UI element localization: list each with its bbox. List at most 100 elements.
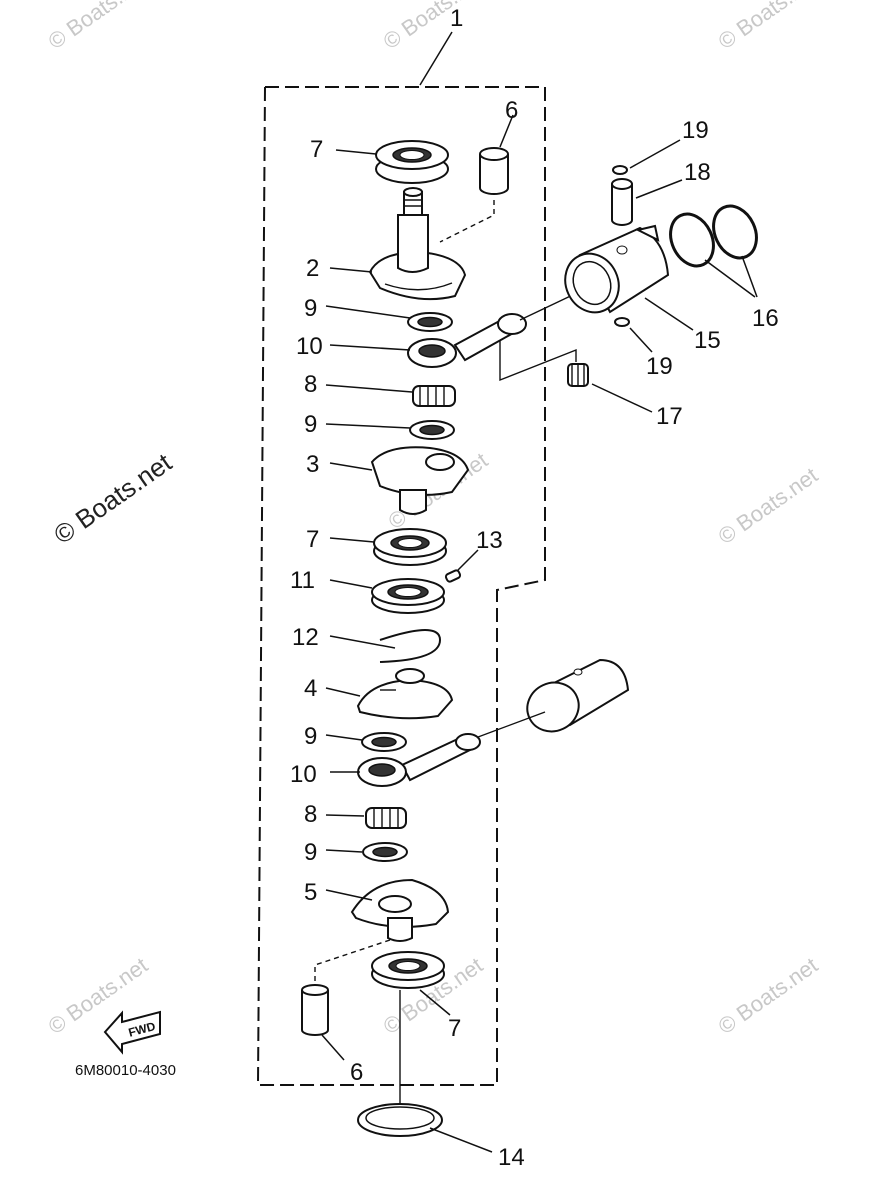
callout-3: 3 [306, 451, 319, 478]
callout-5: 5 [304, 879, 317, 906]
piston [564, 224, 670, 314]
callout-9d: 9 [304, 839, 317, 866]
callout-12: 12 [292, 624, 319, 651]
connecting-rod-lower [357, 733, 481, 787]
callout-7b: 7 [306, 526, 319, 553]
leader-9b [325, 423, 411, 429]
fwd-label: FWD [127, 1019, 157, 1040]
leader-18 [635, 179, 683, 199]
needle-bearing-2 [365, 807, 407, 829]
crankshaft-upper-web [368, 187, 467, 301]
thrust-washer-1 [407, 312, 453, 332]
dowel-pin-top [479, 147, 509, 195]
leader-3 [329, 462, 373, 471]
conrod-small-end-line [499, 340, 577, 382]
thrust-washer-2 [409, 420, 455, 440]
leader-17 [591, 383, 653, 413]
leader-19a [629, 139, 681, 169]
leader-7c [419, 989, 451, 1016]
watermark: © Boats.net [379, 0, 488, 54]
callout-9c: 9 [304, 723, 317, 750]
leader-6b [321, 1034, 345, 1061]
leader-4 [325, 687, 361, 697]
piston-rings [669, 204, 758, 268]
leader-7a [335, 149, 377, 155]
callout-10b: 10 [290, 761, 317, 788]
crankshaft-middle-web [370, 446, 470, 515]
leader-9c [325, 734, 363, 741]
callout-13: 13 [476, 527, 503, 554]
watermark-large: © Boats.net [48, 447, 177, 550]
leader-9d [325, 849, 363, 853]
leader-8b [325, 814, 365, 817]
leader-2 [329, 267, 373, 273]
ball-bearing-bottom [371, 951, 445, 989]
piston-align-line-lower [469, 711, 546, 741]
callout-7c: 7 [448, 1015, 461, 1042]
callout-16: 16 [752, 305, 779, 332]
callout-19a: 19 [682, 117, 709, 144]
leader-19b [629, 327, 653, 353]
leader-8a [325, 384, 413, 393]
o-ring [357, 1103, 443, 1137]
callout-7a: 7 [310, 136, 323, 163]
ball-bearing-top [375, 140, 449, 184]
ball-bearing-middle [373, 528, 447, 566]
callout-18: 18 [684, 159, 711, 186]
callouts: 1 6 7 2 9 10 8 9 3 7 13 11 12 4 9 10 8 9… [290, 5, 779, 1171]
piston-pin-clip-top [612, 165, 628, 175]
callout-10a: 10 [296, 333, 323, 360]
callout-19b: 19 [646, 353, 673, 380]
leader-12 [329, 635, 396, 649]
crankshaft-lower-web [350, 878, 450, 942]
callout-6a: 6 [505, 97, 518, 124]
fwd-arrow-icon: FWD [103, 1010, 161, 1055]
watermark: © Boats.net [44, 0, 153, 54]
thrust-washer-3 [361, 732, 407, 752]
callout-4: 4 [304, 675, 317, 702]
leader-1 [419, 31, 453, 86]
leader-6a [499, 114, 514, 148]
leader-11 [329, 579, 373, 589]
callout-9a: 9 [304, 295, 317, 322]
watermark: © Boats.net [714, 0, 823, 54]
leader-16a [704, 259, 756, 298]
callout-9b: 9 [304, 411, 317, 438]
callout-6b: 6 [350, 1059, 363, 1086]
leader-13 [457, 549, 479, 571]
dash-line-lower-pin [314, 939, 391, 985]
leader-16b [741, 255, 758, 298]
leader-5 [325, 889, 373, 901]
thrust-washer-4 [362, 842, 408, 862]
callout-8b: 8 [304, 801, 317, 828]
leader-15 [644, 297, 694, 331]
watermark: © Boats.net [714, 952, 823, 1039]
circlip [379, 629, 442, 663]
callout-15: 15 [694, 327, 721, 354]
leader-7b [329, 537, 375, 543]
leader-9a [325, 305, 411, 319]
small-end-needle-bearing [567, 363, 589, 387]
leader-14 [429, 1127, 493, 1153]
callout-14: 14 [498, 1144, 525, 1171]
piston-lower [526, 658, 630, 733]
oil-seal [371, 578, 445, 614]
callout-1: 1 [450, 5, 463, 32]
needle-bearing-1 [412, 385, 456, 407]
callout-2: 2 [306, 255, 319, 282]
callout-11: 11 [290, 567, 315, 594]
locating-pin [444, 569, 462, 583]
crankshaft-web-4 [356, 668, 454, 720]
dowel-pin-bottom [301, 984, 329, 1036]
piston-pin-clip-bottom [614, 317, 630, 327]
leader-10a [329, 344, 411, 351]
diagram-code: 6M80010-4030 [75, 1062, 176, 1079]
callout-8a: 8 [304, 371, 317, 398]
watermark: © Boats.net [714, 462, 823, 549]
piston-pin [611, 178, 633, 226]
connecting-rod-upper [407, 313, 527, 368]
assembly-boundary [256, 86, 546, 1086]
callout-17: 17 [656, 403, 683, 430]
dash-line-pin [439, 200, 495, 243]
